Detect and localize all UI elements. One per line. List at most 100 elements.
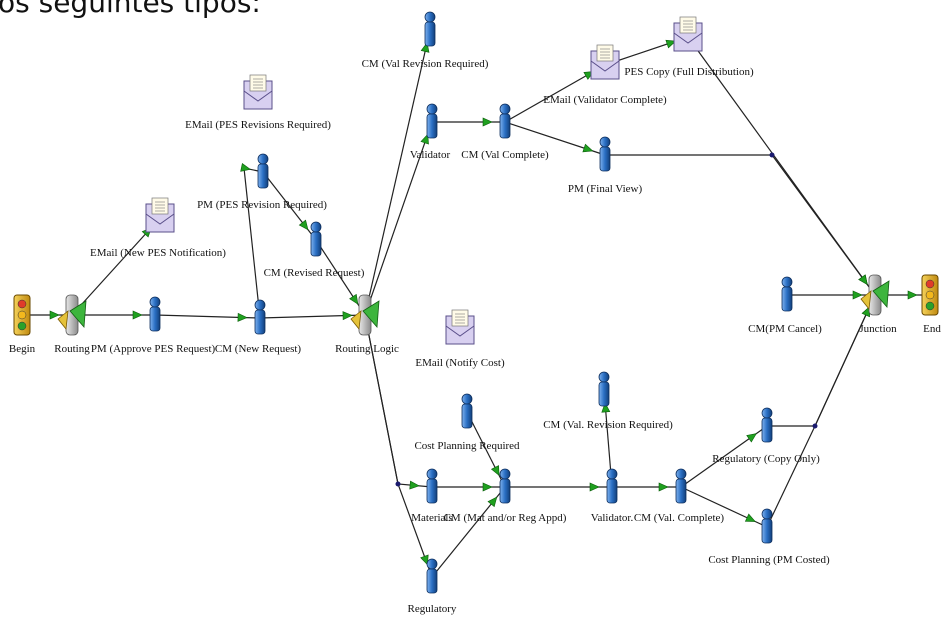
edge-reg-copy-to-junction [767,294,876,427]
envelope-icon [243,74,273,110]
node-cost-planning-req[interactable]: Cost Planning Required [414,393,520,452]
node-label: EMail (New PES Notification) [90,247,226,259]
person-icon [606,468,618,504]
node-label: Begin [9,343,36,355]
node-label: Junction [859,323,897,335]
node-label: End [923,323,941,335]
junction-dot [812,423,818,429]
node-label: Regulatory [408,603,457,615]
node-cm-val-rev2[interactable]: CM (Val. Revision Required) [543,371,673,431]
node-begin[interactable]: Begin [9,294,36,355]
arrow-icon [298,219,309,231]
envelope-icon [673,16,703,52]
node-reg-copy[interactable]: Regulatory (Copy Only) [712,407,820,465]
node-label: CM(PM Cancel) [748,323,822,335]
stoplight-icon [921,274,939,316]
node-pm-approve[interactable]: PM (Approve PES Request) [91,296,216,355]
node-label: CM (Revised Request) [264,267,365,279]
node-pm-final[interactable]: PM (Final View) [568,136,643,195]
node-junction[interactable]: Junction [859,274,897,335]
person-icon [599,136,611,172]
person-icon [426,468,438,504]
node-label: PM (Final View) [568,183,643,195]
arrow-icon [852,290,863,300]
person-icon [426,103,438,139]
arrow-icon [658,482,669,492]
edge-pm-final-to-junction [605,154,876,296]
node-label: CM (Mat and/or Reg Appd) [444,512,567,524]
arrow-icon [746,433,757,443]
node-validator2[interactable]: Validator. [591,468,634,524]
node-materials[interactable]: Materials [411,468,453,524]
node-label: Cost Planning (PM Costed) [708,554,830,566]
arrow-icon [589,482,600,492]
arrow-icon [49,310,60,320]
node-label: Routing [54,343,90,355]
node-cm-mat-reg[interactable]: CM (Mat and/or Reg Appd) [444,468,567,524]
node-label: EMail (Validator Complete) [543,94,667,106]
person-icon [257,153,269,189]
person-icon [310,221,322,257]
node-email-val-complete[interactable]: EMail (Validator Complete) [543,44,667,106]
node-label: PES Copy (Full Distribution) [624,66,754,78]
person-icon [761,407,773,443]
node-routing-logic[interactable]: Routing Logic [335,294,399,355]
person-icon [781,276,793,312]
node-cm-revised[interactable]: CM (Revised Request) [264,221,365,279]
node-regulatory[interactable]: Regulatory [408,558,457,615]
arrow-icon [582,143,594,153]
header-text: os seguintes tipos: [0,0,261,19]
arrow-icon [490,465,500,477]
node-pes-copy[interactable]: PES Copy (Full Distribution) [624,16,754,78]
node-cost-pm-costed[interactable]: Cost Planning (PM Costed) [708,508,830,566]
node-label: PM (PES Revision Required) [197,199,327,211]
node-label: EMail (Notify Cost) [415,357,505,369]
person-icon [149,296,161,332]
arrow-icon [482,117,493,127]
arrow-icon [907,290,918,300]
arrow-icon [420,133,429,145]
node-cm-val-complete[interactable]: CM (Val Complete) [461,103,549,161]
arrow-icon [342,311,353,321]
person-icon [761,508,773,544]
edge-routing-logic-to-cm-val-rev [364,29,431,316]
edge-routing-logic-to-validator [364,121,433,316]
edge-routing-logic-to-materials [364,314,433,488]
arrow-icon [420,554,429,566]
arrow-icon [858,274,868,286]
arrow-icon [601,402,611,413]
node-label: CM (Val Complete) [461,149,549,161]
arrow-icon [349,293,359,305]
node-end[interactable]: End [921,274,941,335]
node-cm-val-complete2[interactable]: CM (Val. Complete) [634,468,724,524]
node-label: CM (Val. Revision Required) [543,419,673,431]
node-label: CM (New Request) [215,343,301,355]
node-email-new-pes[interactable]: EMail (New PES Notification) [90,197,226,259]
node-label: Materials [411,512,453,524]
junction-dot [395,481,401,487]
router-icon [57,294,87,336]
person-icon [424,11,436,47]
node-label: CM (Val Revision Required) [362,58,489,70]
person-icon [461,393,473,429]
node-routing[interactable]: Routing [54,294,90,355]
person-icon [499,468,511,504]
node-cm-pm-cancel[interactable]: CM(PM Cancel) [748,276,822,335]
node-email-notify-cost[interactable]: EMail (Notify Cost) [415,309,505,369]
node-cm-new[interactable]: CM (New Request) [215,299,301,355]
node-email-pes-rev[interactable]: EMail (PES Revisions Required) [185,74,331,131]
person-icon [675,468,687,504]
node-validator[interactable]: Validator [410,103,451,161]
arrow-icon [132,310,143,320]
arrow-icon [665,39,677,49]
node-pm-pes-rev[interactable]: PM (PES Revision Required) [197,153,327,211]
node-cm-val-rev[interactable]: CM (Val Revision Required) [362,11,489,70]
node-label: PM (Approve PES Request) [91,343,216,355]
node-label: Routing Logic [335,343,399,355]
node-label: Cost Planning Required [414,440,520,452]
person-icon [499,103,511,139]
edge-cm-new-to-pm-pes-rev [243,167,264,319]
node-label: Validator. [591,512,634,524]
